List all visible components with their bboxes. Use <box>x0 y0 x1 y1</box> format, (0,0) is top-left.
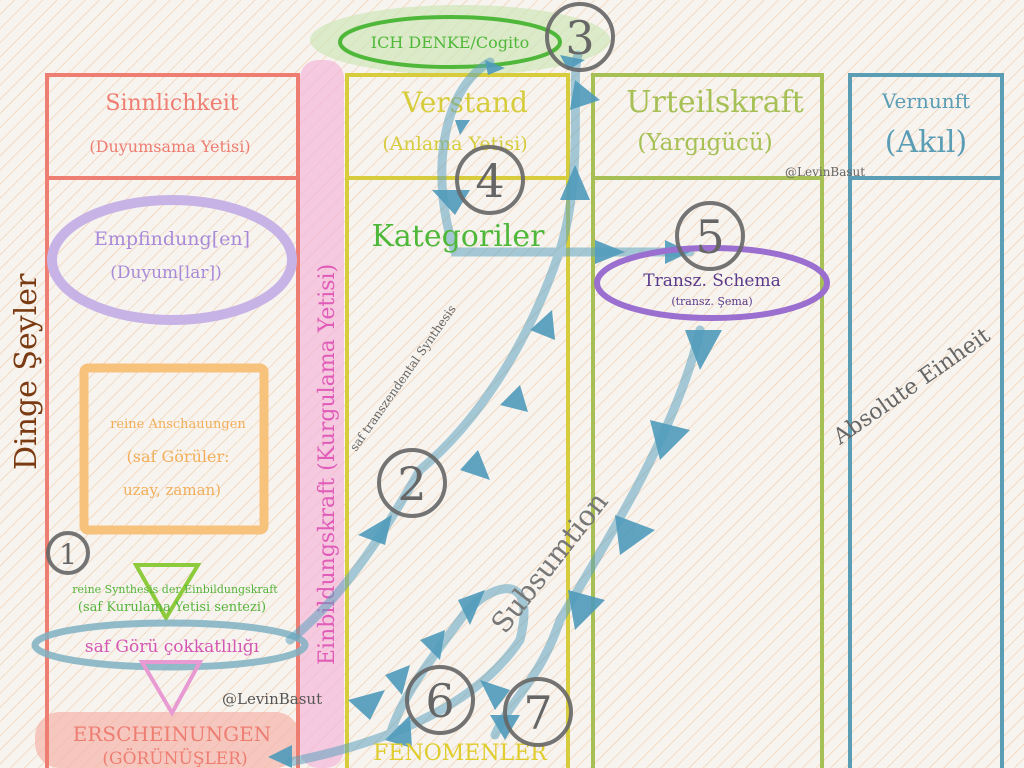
arrowhead-icon <box>358 515 392 545</box>
vernunft-title: Vernunft <box>881 89 970 113</box>
step-circle-2 <box>377 448 447 518</box>
reine-synthesis-label: reine Synthesis der Einbildungskraft <box>72 583 278 596</box>
fenomenler-label: FENOMENLER <box>373 741 548 766</box>
cogito-label: ICH DENKE/Cogito <box>371 33 529 52</box>
step-number-6: 6 <box>425 674 454 728</box>
arrowhead-icon <box>455 120 470 135</box>
vernunft-column <box>848 73 1004 768</box>
step-number-4: 4 <box>475 154 504 208</box>
arrowhead-icon <box>500 385 528 412</box>
arrowhead-icon <box>570 80 600 110</box>
arrowhead-icon <box>385 665 410 695</box>
cokkatlilik-label: saf Görü çokkatlılığı <box>85 637 260 657</box>
cokkatlilik-ellipse <box>31 619 309 671</box>
schema-ellipse <box>594 245 830 321</box>
gorunusler-label: (GÖRÜNÜŞLER) <box>102 748 247 768</box>
schema-label: Transz. Schema <box>643 271 780 291</box>
arrowhead-icon <box>348 690 385 720</box>
arrowhead-icon <box>490 715 520 740</box>
step-circle-1 <box>46 531 90 575</box>
empfindung-ellipse <box>47 195 297 325</box>
down-triangle-icon <box>138 660 204 718</box>
duyum-label: (Duyum[lar]) <box>110 263 221 283</box>
urteilskraft-subtitle: (Yargıgücü) <box>637 130 772 156</box>
urteilskraft-column <box>591 73 824 768</box>
arrowhead-icon <box>650 420 690 460</box>
saf-goruler-label: (saf Görüler: <box>127 447 230 466</box>
step-number-3: 3 <box>565 11 594 65</box>
arrowhead-icon <box>560 165 590 200</box>
anschauungen-box <box>79 363 269 535</box>
erscheinungen-label: ERSCHEINUNGEN <box>73 722 272 746</box>
watermark: @LevinBasut <box>785 165 865 179</box>
arrowhead-icon <box>568 590 605 630</box>
step-number-1: 1 <box>59 538 77 571</box>
category-path <box>437 57 695 257</box>
step-circle-3 <box>545 2 615 72</box>
arrowhead-icon <box>480 680 510 710</box>
synthesis-path <box>285 50 583 645</box>
verstand-subtitle: (Anlama Yetisi) <box>382 133 527 155</box>
arrowhead-icon <box>420 630 445 660</box>
watermark: @LevinBasut <box>222 690 322 708</box>
subsumtion-path <box>490 325 705 740</box>
sinnlichkeit-subtitle: (Duyumsama Yetisi) <box>89 137 250 156</box>
sema-label: (transz. Şema) <box>671 295 752 308</box>
arrowhead-icon <box>595 240 625 264</box>
dinge-label: Dinge Şeyler <box>9 273 44 470</box>
sinnlichkeit-title: Sinnlichkeit <box>105 91 238 116</box>
verstand-column <box>345 73 570 768</box>
cogito-ellipse <box>338 15 562 69</box>
uzay-label: uzay, zaman) <box>123 481 221 499</box>
step-number-5: 5 <box>695 210 724 264</box>
urteilskraft-title: Urteilskraft <box>626 85 804 120</box>
down-triangle-icon <box>132 563 202 622</box>
arrowhead-icon <box>530 310 555 340</box>
step-number-2: 2 <box>397 457 426 511</box>
empfindung-label: Empfindung[en] <box>94 228 250 250</box>
arrowhead-icon <box>385 715 412 748</box>
phenomena-path <box>285 584 529 767</box>
step-circle-6 <box>405 665 475 735</box>
step-circle-4 <box>455 145 525 215</box>
step-circle-7 <box>503 677 573 747</box>
vernunft-subtitle: (Akıl) <box>885 125 967 160</box>
arrowhead-icon <box>458 590 485 625</box>
arrowhead-icon <box>485 60 505 75</box>
anschauungen-label: reine Anschauungen <box>110 417 246 432</box>
sinnlichkeit-column <box>45 73 300 768</box>
arrowhead-icon <box>685 330 722 370</box>
einbildungskraft-band <box>300 60 344 768</box>
arrowhead-icon <box>268 745 292 768</box>
step-number-7: 7 <box>523 686 552 740</box>
kategoriler-label: Kategoriler <box>372 219 546 254</box>
arrowhead-icon <box>460 450 490 480</box>
saf-kurulama-label: (saf Kurulama Yetisi sentezi) <box>78 600 266 615</box>
arrowhead-icon <box>615 515 655 555</box>
erscheinungen-blob <box>35 712 300 768</box>
step-circle-5 <box>675 201 745 271</box>
